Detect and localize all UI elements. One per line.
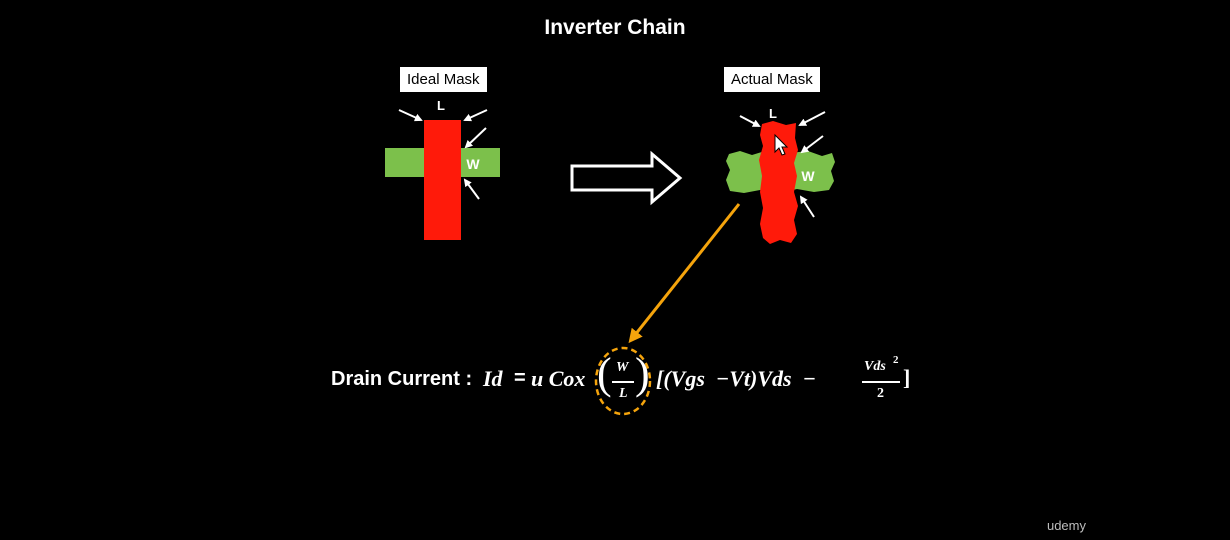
vds-denominator: 2: [877, 386, 884, 401]
ideal-l-left-arrow: [398, 109, 423, 122]
frac-numerator: W: [616, 360, 629, 375]
frac-denominator: L: [619, 386, 628, 401]
formula-close-bracket: ]: [903, 365, 911, 390]
actual-l-right-arrow: [798, 111, 826, 126]
vds-numerator: Vds: [864, 359, 886, 374]
formula-label: Drain Current :: [331, 368, 473, 390]
formula-equals: =: [514, 367, 526, 389]
transform-arrow: [570, 150, 683, 206]
actual-w-bottom-arrow: [799, 195, 815, 218]
actual-w-top-arrow: [800, 135, 824, 154]
udemy-watermark: udemy: [1046, 518, 1086, 533]
actual-gate: [759, 121, 798, 244]
ideal-gate: [424, 120, 461, 240]
actual-mask-label: Actual Mask: [724, 67, 820, 92]
frac-open-paren: (: [597, 349, 612, 398]
slide-title: Inverter Chain: [544, 16, 686, 39]
ideal-w-top-arrow: [464, 127, 487, 149]
ideal-mask: L W: [385, 98, 500, 240]
ideal-l-right-arrow: [463, 109, 488, 122]
ideal-l-label: L: [437, 98, 445, 113]
actual-mask: L W: [726, 106, 835, 244]
frac-close-paren: ): [635, 349, 650, 398]
ideal-w-bottom-arrow: [463, 178, 480, 200]
vds-frac-bar: [862, 381, 900, 383]
formula-bracket-part: [(Vgs −Vt)Vds −: [656, 366, 816, 391]
actual-l-left-arrow: [739, 115, 761, 127]
actual-w-label: W: [801, 168, 815, 184]
formula-ucox: u Cox: [531, 366, 586, 391]
cursor-icon: [774, 133, 789, 156]
w-over-l-highlight: [594, 346, 652, 416]
ideal-mask-label: Ideal Mask: [400, 67, 487, 92]
actual-l-label: L: [769, 106, 777, 121]
frac-bar: [612, 381, 634, 383]
ideal-w-label: W: [466, 156, 480, 172]
vds-exponent: 2: [893, 354, 899, 366]
formula-id: Id: [483, 366, 503, 391]
annotation-arrow: [628, 203, 741, 344]
